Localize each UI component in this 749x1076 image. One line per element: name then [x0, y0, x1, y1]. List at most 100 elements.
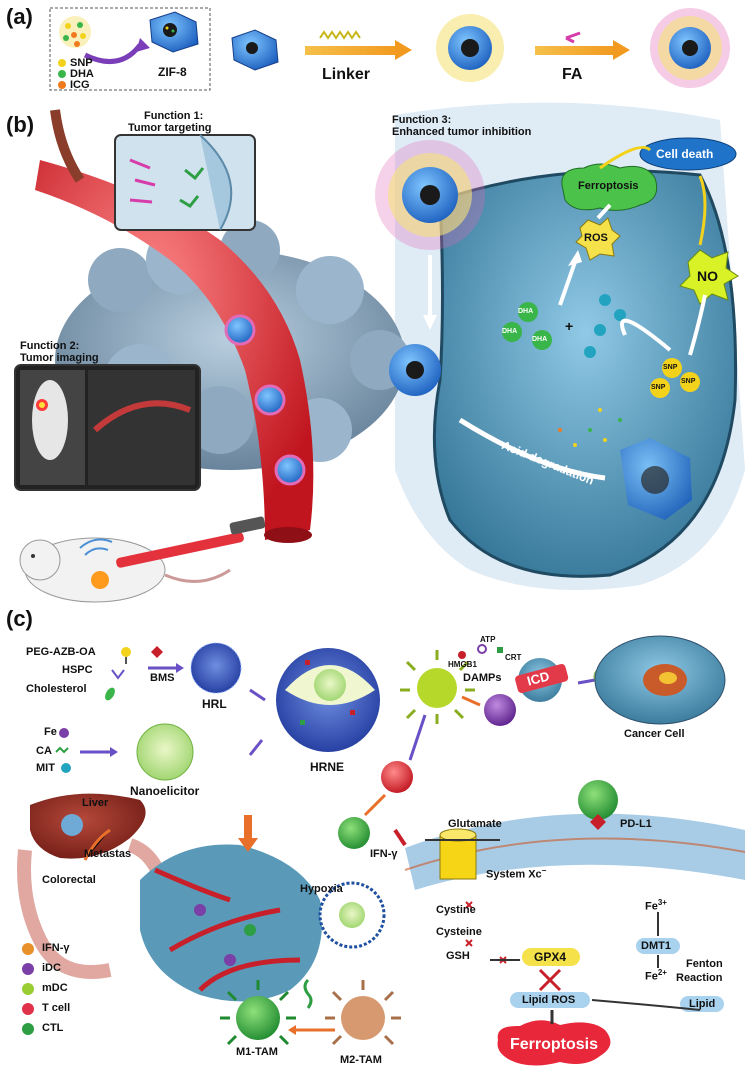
gpx4-box — [522, 948, 580, 966]
lipid-box — [680, 996, 724, 1012]
tumor-targeting-inset — [114, 134, 256, 231]
dha-ball — [532, 330, 552, 350]
linker-icon — [319, 30, 361, 40]
ctl-cell — [338, 817, 370, 849]
legend-snp: SNP — [70, 57, 93, 69]
function2-subtitle: Tumor imaging — [20, 352, 99, 364]
bms-label: BMS — [150, 672, 175, 684]
fenton-label: Fenton — [686, 958, 723, 970]
vessel-opening — [264, 527, 312, 543]
hrne-label: HRNE — [310, 760, 345, 774]
colorectal-tumor — [140, 844, 322, 1002]
panel-b-graphics — [14, 102, 745, 603]
m1-tam — [220, 980, 296, 1046]
cell-death-cloud — [639, 137, 737, 171]
icd-badge — [515, 663, 569, 694]
damps-hmgb1: HMGB1 — [448, 660, 477, 669]
ifn-label: IFN-γ — [370, 848, 398, 860]
vessel-particle — [254, 384, 286, 416]
ros-label: ROS — [584, 232, 608, 244]
dha-ball — [502, 322, 522, 342]
fa-label: FA — [562, 66, 583, 83]
nanoelicitor-label: Nanoelicitor — [130, 784, 200, 798]
damps-label: DAMPs — [463, 672, 502, 684]
function3-subtitle: Enhanced tumor inhibition — [392, 126, 532, 138]
idc-cell — [484, 694, 516, 726]
m2-tam-label: M2-TAM — [340, 1054, 382, 1066]
snp-ball — [680, 372, 700, 392]
legend-mdc-icon — [22, 983, 34, 995]
metastasis-label: Metastas — [84, 848, 132, 860]
snp-label-1: SNP — [663, 364, 678, 371]
legend-ctl-icon — [22, 1023, 34, 1035]
legend-idc-icon — [22, 963, 34, 975]
reaction-label: Reaction — [676, 972, 723, 984]
legend-idc: iDC — [42, 962, 61, 974]
m2-tam — [325, 980, 401, 1046]
component-peg: PEG-AZB-OA — [26, 646, 96, 658]
peg-icon — [121, 647, 131, 657]
function1-title: Function 1: — [144, 110, 204, 122]
fa-arrow — [535, 46, 615, 55]
legend-tcell: T cell — [42, 1002, 71, 1014]
lipid-ros-box — [510, 992, 590, 1008]
linker-arrow — [305, 46, 397, 55]
liver — [30, 793, 146, 859]
fe2-sup: 2+ — [657, 968, 667, 977]
fe3-label: Fe3+ — [645, 898, 667, 913]
snp-ball — [650, 378, 670, 398]
drug-cluster — [59, 16, 91, 48]
pdl1-cell — [578, 780, 618, 820]
dmt1-label: DMT1 — [641, 940, 671, 952]
panel-a-letter: (a) — [6, 4, 33, 29]
zif8-cube — [149, 11, 199, 53]
panel-c-graphics — [17, 635, 746, 1066]
dha-label-2: DHA — [502, 328, 518, 335]
legend-dha: DHA — [70, 68, 94, 80]
cancer-cell-c — [594, 635, 726, 725]
glutamate-label: Glutamate — [448, 818, 502, 830]
m1-tam-label: M1-TAM — [236, 1046, 278, 1058]
zif8-label: ZIF-8 — [158, 65, 187, 79]
vessel-branch — [50, 109, 85, 183]
lipid-ros-label: Lipid ROS — [522, 994, 576, 1006]
laser-beam — [116, 532, 244, 568]
component-cholesterol: Cholesterol — [26, 683, 87, 695]
mdc-cell-top — [400, 650, 475, 724]
legend-dot-icg — [58, 81, 66, 89]
snp-label-2: SNP — [651, 384, 666, 391]
panel-a-graphics — [49, 7, 730, 91]
cysteine-label: Cysteine — [436, 926, 482, 938]
linker-coated-particle — [436, 14, 504, 82]
ferroptosis-burst-b — [561, 163, 658, 211]
legend-ifn: IFN-γ — [42, 942, 70, 954]
elicitor-ca: CA — [36, 745, 52, 757]
snp-ball — [662, 358, 682, 378]
linker-label: Linker — [322, 66, 371, 83]
mouse-illustration — [19, 516, 266, 603]
legend-ifn-icon — [22, 943, 34, 955]
snp-label-3: SNP — [681, 378, 696, 385]
hrne-particle — [276, 648, 380, 752]
panel-c-letter: (c) — [6, 606, 33, 631]
system-xc-sup: − — [541, 866, 547, 875]
dha-ball — [518, 302, 538, 322]
system-xc-label: System Xc− — [486, 866, 547, 881]
fe2-label: Fe2+ — [645, 968, 667, 983]
dha-label-3: DHA — [532, 336, 548, 343]
fa-particle-b — [375, 140, 485, 250]
damps-crt: CRT — [505, 653, 522, 662]
legend-dot-dha — [58, 70, 66, 78]
vessel-particle — [274, 454, 306, 486]
blood-vessel — [35, 160, 314, 540]
cancer-cell-label: Cancer Cell — [624, 728, 685, 740]
no-label: NO — [697, 268, 718, 284]
cystine-label: Cystine — [436, 904, 476, 916]
degraded-particle — [620, 438, 692, 520]
vessel-particle — [224, 314, 256, 346]
hypoxia-label: Hypoxia — [300, 883, 343, 895]
elicitor-mit: MIT — [36, 762, 55, 774]
function1-subtitle: Tumor targeting — [128, 122, 212, 134]
dmt1-box — [636, 938, 680, 954]
